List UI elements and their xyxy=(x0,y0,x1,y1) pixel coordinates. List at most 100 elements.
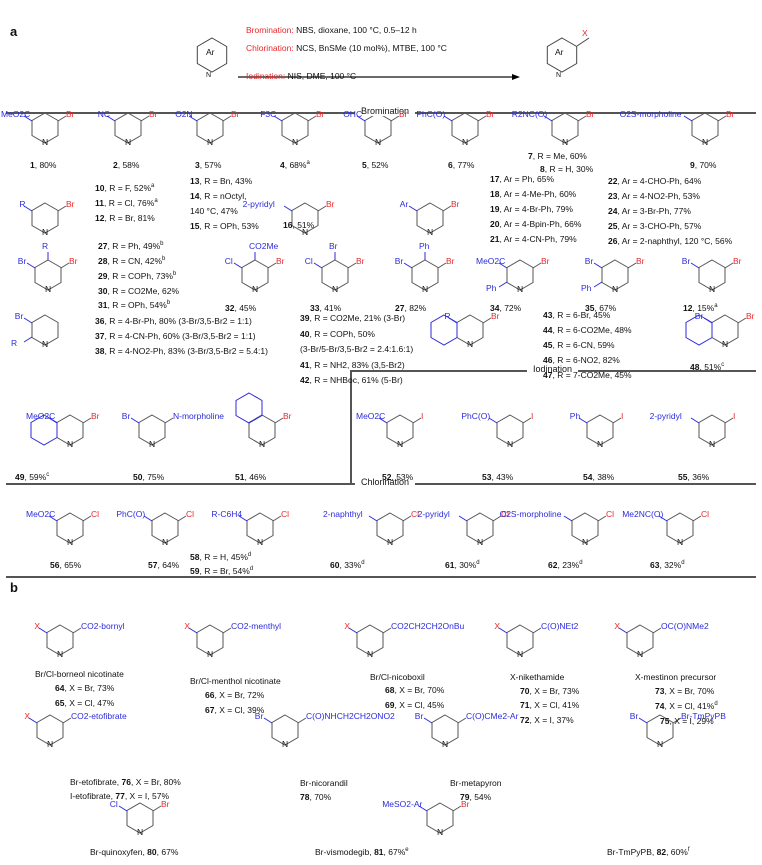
bond xyxy=(457,717,467,724)
substituent-label: Br xyxy=(681,256,691,266)
substituent-label: Br xyxy=(121,411,131,421)
compound-name: X-mestinon precursor xyxy=(635,672,717,682)
compound-caption: 49, 59%c xyxy=(15,472,49,482)
footnote-marker: d xyxy=(579,560,583,567)
substituent-label: Br xyxy=(694,311,704,321)
compound-caption: I-etofibrate, 77, X = I, 57% xyxy=(70,791,169,801)
substituent-label: Br xyxy=(17,256,27,266)
footnote-marker: b xyxy=(172,271,177,278)
bond xyxy=(492,515,502,522)
bond xyxy=(48,417,58,424)
substituent-label: Br xyxy=(66,109,75,119)
bond xyxy=(82,515,92,522)
compound-yield: , R = CN, 42% xyxy=(107,256,163,266)
compound-yield: , X = I, 29% xyxy=(669,716,714,726)
substituent-label: Br xyxy=(326,199,335,209)
compound-caption: 78, 70% xyxy=(300,792,331,802)
substituent-label: Br xyxy=(283,411,292,421)
compound-caption: 41, R = NH2, 83% (3,5-Br2) xyxy=(300,360,405,370)
compound-number: 70 xyxy=(520,686,530,696)
compound-caption: 46, R = 6-NO2, 82% xyxy=(543,355,620,365)
compound-name: Br/Cl-nicoboxil xyxy=(370,672,425,682)
compound-yield: , R = 6-CN, 59% xyxy=(552,340,615,350)
compound-caption: 28, R = CN, 42%b xyxy=(98,256,165,266)
substituent-label: N xyxy=(467,339,474,349)
compound-number: 3 xyxy=(195,160,200,170)
substituent-label: CO2-etofibrate xyxy=(71,711,127,721)
compound-number: 44 xyxy=(543,325,553,335)
compound-yield: 140 °C, 47% xyxy=(190,206,238,216)
compound-caption: 24, Ar = 3-Br-Ph, 77% xyxy=(608,206,691,216)
substituent-label: N xyxy=(282,739,289,749)
compound-number: 66 xyxy=(205,690,215,700)
substituent-label: MeO2C xyxy=(1,109,31,119)
bond xyxy=(724,417,734,424)
compound-number: 40 xyxy=(300,329,310,339)
compound-number: 75 xyxy=(660,716,670,726)
compound-yield: , R = CO2Me, 62% xyxy=(107,286,180,296)
compound-caption: 48, 51%c xyxy=(690,362,724,372)
substituent-label: N xyxy=(207,649,214,659)
compound-number: 6 xyxy=(448,160,453,170)
section-chlorination: Chlorination xyxy=(355,477,416,487)
substituent-label: Br xyxy=(414,711,424,721)
compound-yield: , R = 6-Br, 45% xyxy=(552,310,611,320)
compound-name: Br/Cl-menthol nicotinate xyxy=(190,676,281,686)
substituent-label: Br xyxy=(356,256,365,266)
compound-caption: 71, X = Cl, 41% xyxy=(520,700,579,710)
bond xyxy=(38,627,48,634)
compound-yield: , X = I, 57% xyxy=(124,791,170,801)
bond xyxy=(543,115,553,122)
substituent-label: MeO2C xyxy=(26,509,56,519)
bond xyxy=(448,317,458,324)
substituent-label: Br xyxy=(161,799,170,809)
substituent-label: N xyxy=(387,537,394,547)
footnote-marker: d xyxy=(361,560,365,567)
compound-number: 7 xyxy=(528,151,533,161)
bond xyxy=(482,317,492,324)
bond xyxy=(488,417,498,424)
compound-yield: , 51% xyxy=(699,362,722,372)
bond xyxy=(423,717,433,724)
bond xyxy=(652,627,662,634)
compound-number: 2 xyxy=(113,160,118,170)
compound-number: 23 xyxy=(608,191,618,201)
compound-yield: , 23% xyxy=(557,560,580,570)
substituent-label: Br xyxy=(586,109,595,119)
compound-caption: 40, R = COPh, 50% xyxy=(300,329,375,339)
footnote-marker: f xyxy=(687,847,690,854)
compound-number: 81 xyxy=(374,847,384,857)
compound-number: 60 xyxy=(330,560,340,570)
compound-caption: 20, Ar = 4-Bpin-Ph, 66% xyxy=(490,219,581,229)
compound-caption: 1, 80% xyxy=(30,160,56,170)
bond xyxy=(672,717,682,724)
compound-caption: 12, 15%a xyxy=(683,303,718,313)
compound-number: 33 xyxy=(310,303,320,313)
compound-yield: , 67% xyxy=(594,303,617,313)
compound-yield: , R = CO2Me, 21% (3-Br) xyxy=(309,313,406,323)
substituent-label: Cl xyxy=(304,256,313,266)
compound-number: 82 xyxy=(656,847,667,857)
substituent-label: OC(O)NMe2 xyxy=(661,621,709,631)
bond xyxy=(348,627,358,634)
substituent-label: N xyxy=(722,339,729,349)
compound-caption: 37, R = 4-CN-Ph, 60% (3-Br/3,5-Br2 = 1:1… xyxy=(95,331,256,341)
compound-caption: (3-Br/5-Br/3,5-Br2 = 2.4:1.6:1) xyxy=(300,344,413,354)
compound-number: 48 xyxy=(690,362,700,372)
compound-number: 46 xyxy=(543,355,553,365)
substituent-label: C(O)NHCH2CH2ONO2 xyxy=(306,711,395,721)
compound-caption: 15, R = OPh, 53% xyxy=(190,221,259,231)
substituent-label: N xyxy=(437,827,444,837)
compound-yield: , X = Br, 80% xyxy=(130,777,181,787)
compound-caption: 16, 51% xyxy=(283,220,314,230)
substituent-label: Br xyxy=(461,799,470,809)
compound-yield: , R = 6-CO2Me, 48% xyxy=(552,325,632,335)
bond xyxy=(593,262,603,269)
compound-caption: 70, X = Br, 73% xyxy=(520,686,579,696)
compound-caption: 39, R = CO2Me, 21% (3-Br) xyxy=(300,313,405,323)
compound-number: 1 xyxy=(30,160,35,170)
substituent-label: X xyxy=(24,711,31,721)
substituent-label: N xyxy=(507,439,514,449)
compound-name: X-nikethamide xyxy=(510,672,565,682)
compound-yield: , R = 6-NO2, 82% xyxy=(552,355,620,365)
